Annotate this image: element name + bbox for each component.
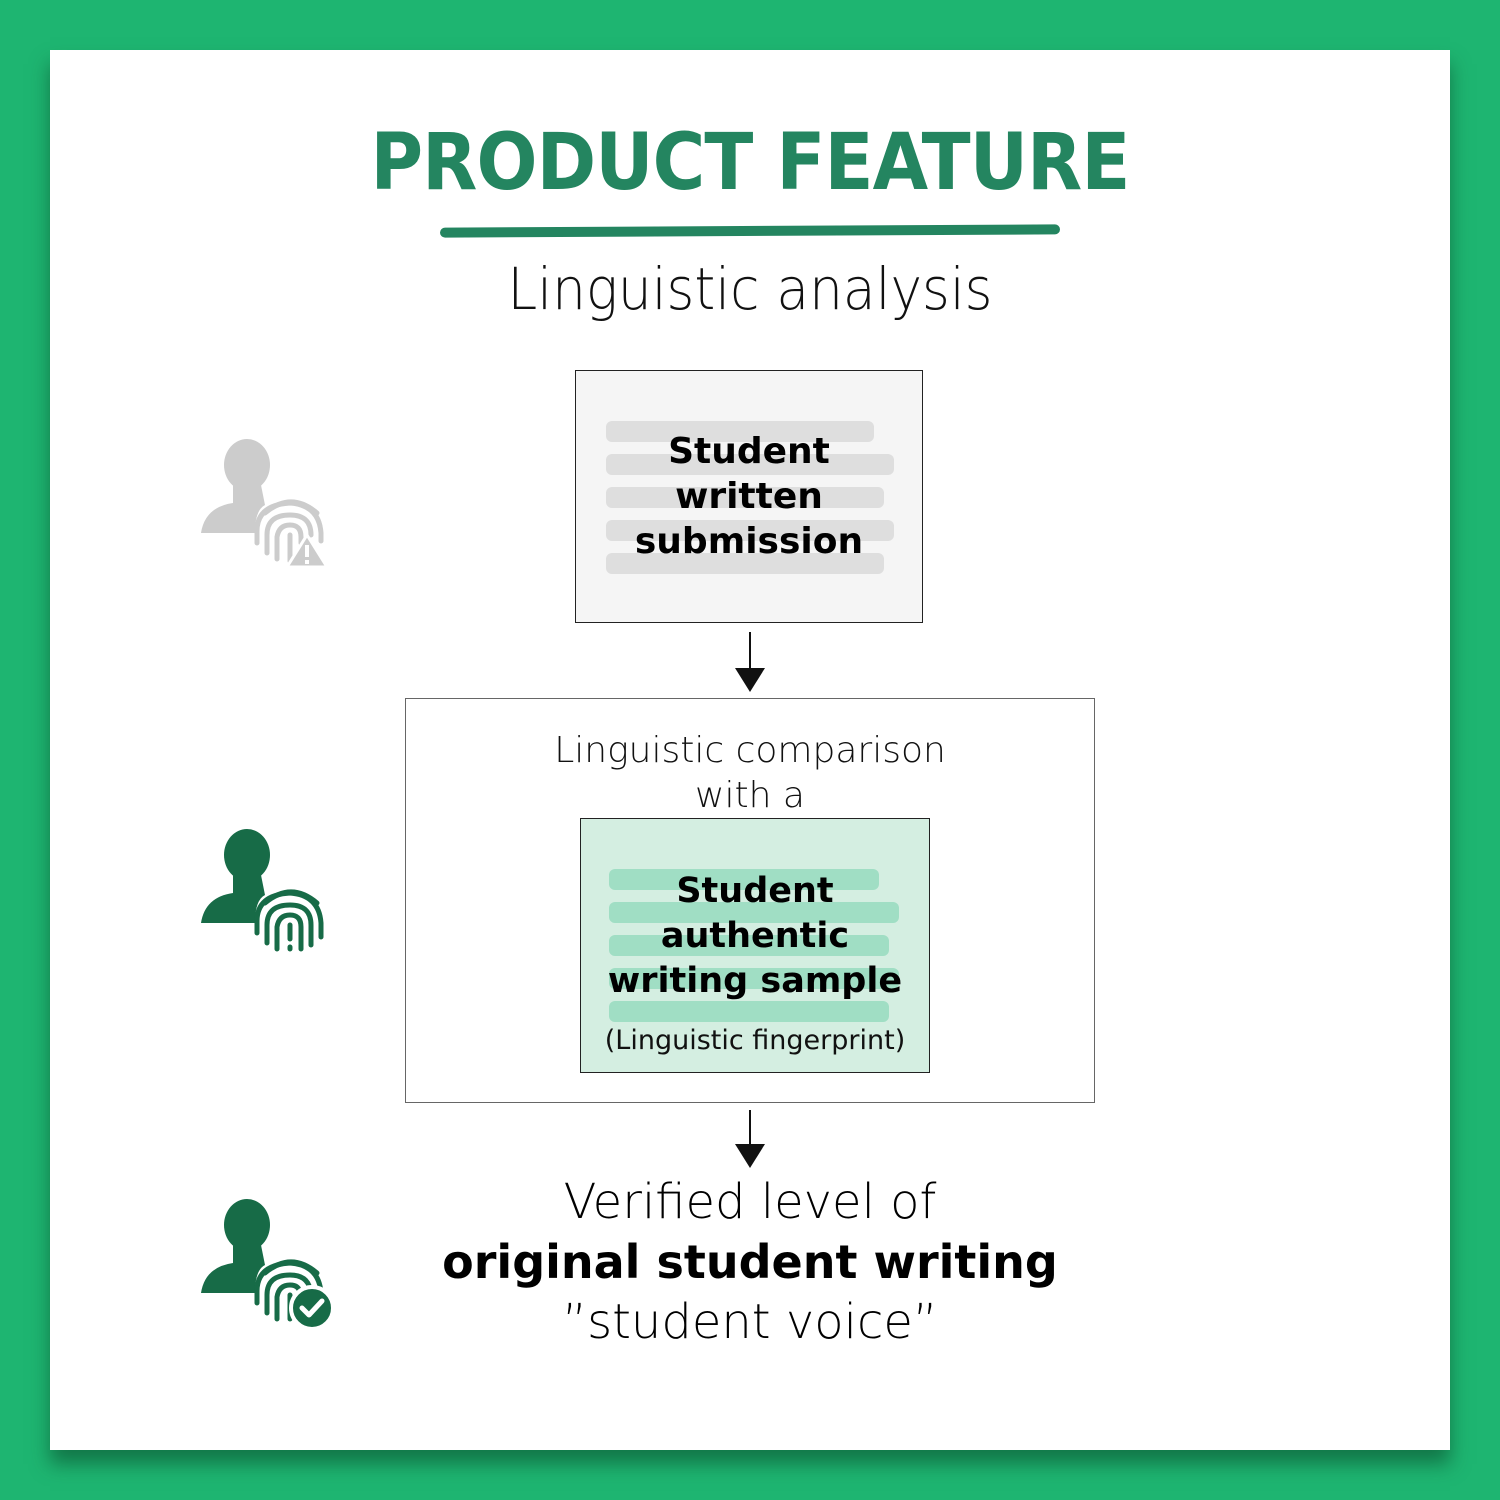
result-line-2: original student writing (442, 1235, 1058, 1289)
authentic-writing-sample-box: Student authentic writing sample (Lingui… (580, 818, 930, 1073)
user-fingerprint-warning-icon (201, 439, 330, 569)
sample-line-2: authentic (660, 916, 850, 956)
page-subtitle: Linguistic analysis (507, 255, 993, 323)
page-title: PRODUCT FEATURE (370, 118, 1131, 208)
result-line-3: ”student voice” (562, 1294, 938, 1350)
arrow-down-icon (735, 668, 765, 692)
user-fingerprint-check-icon (201, 1199, 335, 1331)
comparison-label: Linguistic comparison with a (405, 728, 1095, 818)
arrow-down-icon (735, 1144, 765, 1168)
sample-line-1: Student (676, 871, 834, 911)
arrow-2-shaft (749, 1110, 751, 1148)
student-submission-box: Student written submission (575, 370, 923, 623)
result-line-1: Verified level of (563, 1174, 937, 1230)
sample-line-3: writing sample (607, 961, 903, 1001)
comparison-line-1: Linguistic comparison (554, 730, 946, 771)
arrow-1-shaft (749, 632, 751, 672)
submission-line-1: Student (668, 431, 830, 472)
submission-line-2: written (675, 476, 823, 517)
user-fingerprint-icon (201, 829, 324, 952)
result-text: Verified level of original student writi… (0, 1172, 1500, 1352)
fingerprint-caption: (Linguistic fingerprint) (604, 1025, 906, 1056)
submission-line-3: submission (634, 521, 864, 562)
comparison-line-2: with a (695, 775, 805, 816)
